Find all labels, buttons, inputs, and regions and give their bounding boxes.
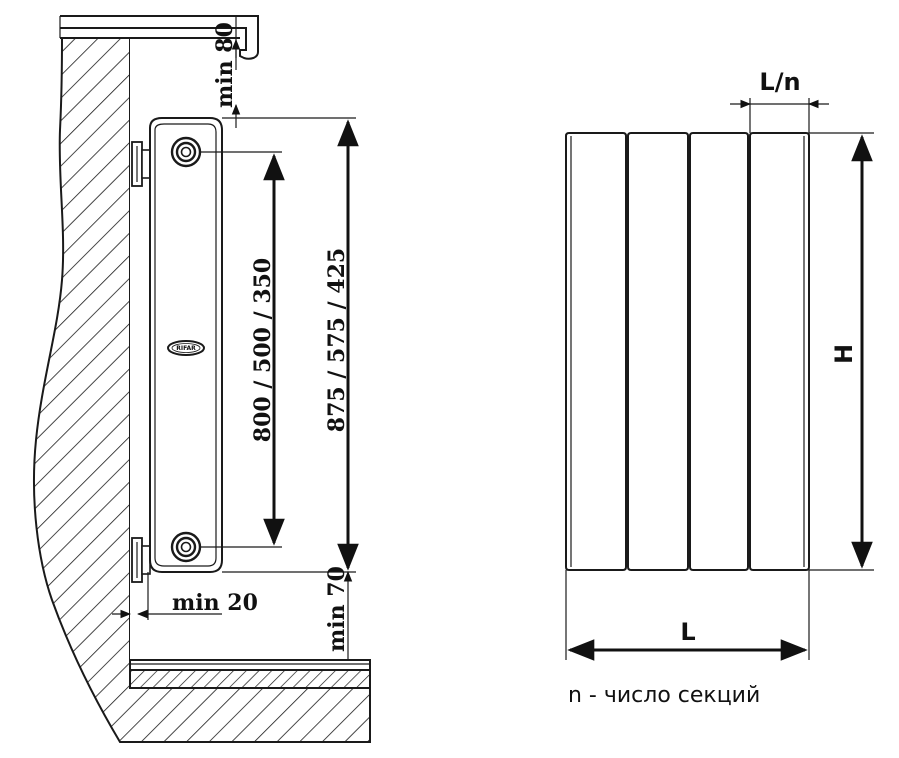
wall-section [32,37,371,743]
dim-center-distance: 800 / 500 / 350 [200,151,285,548]
connector-bottom [170,531,202,563]
room-space [130,38,370,688]
dim-floor-clearance-label: min 70 [324,566,350,652]
dim-length-label: L [680,618,695,646]
dim-length: L [565,570,810,661]
dim-total-height: 875 / 575 / 425 [222,119,359,573]
logo-text: RIFAR [176,345,196,352]
bracket-top [131,141,151,187]
dim-section-width-label: L/n [759,68,800,96]
dim-section-width: L/n [730,68,829,133]
dim-floor-clearance: min 70 [324,566,353,660]
radiator-side [149,117,223,573]
dim-top-clearance-label: min 80 [212,22,238,108]
radiator-section [627,132,689,571]
right-front-view: L/n H L n - число секций [565,68,874,708]
window-sill [59,15,259,60]
floor [129,659,371,689]
rifar-logo: RIFAR [167,340,205,356]
dim-total-height-label: 875 / 575 / 425 [324,248,350,432]
dim-center-distance-label: 800 / 500 / 350 [250,258,276,442]
left-side-view: RIFAR min 80 800 / 500 / 350 875 / 575 /… [32,15,371,743]
radiator-section [689,132,749,571]
radiator-section [565,132,627,571]
dim-wall-clearance-label: min 20 [172,590,258,616]
dim-wall-clearance: min 20 [112,572,258,620]
sections-note: n - число секций [568,683,760,708]
radiator-section [749,132,810,571]
dim-height: H [809,132,874,571]
connector-top [170,136,202,168]
dim-height-label: H [830,344,858,364]
dim-top-clearance: min 80 [212,16,356,128]
